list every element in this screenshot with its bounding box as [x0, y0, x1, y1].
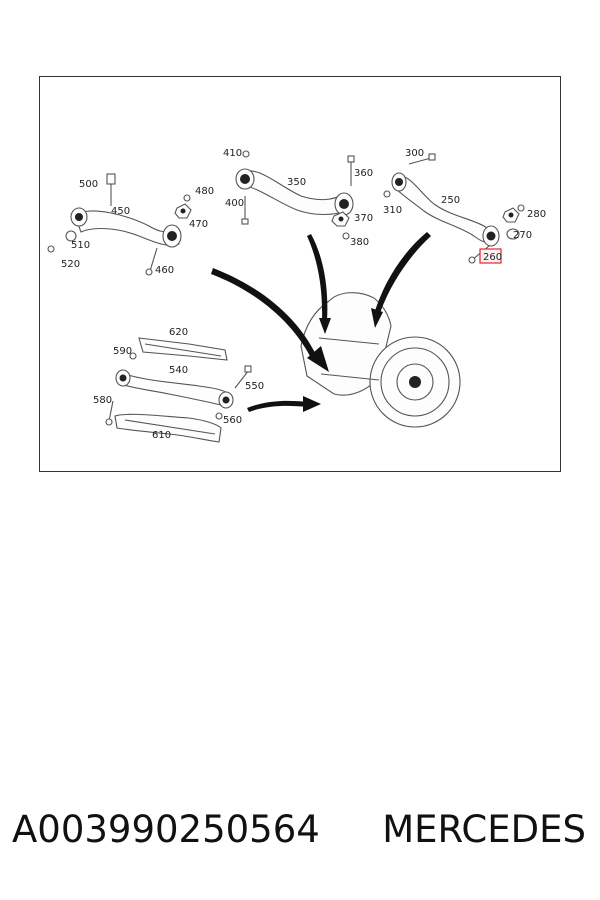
- callout-380: 380: [350, 237, 369, 248]
- callout-510: 510: [71, 240, 90, 251]
- bolt-300: [408, 153, 436, 165]
- callout-620: 620: [169, 327, 188, 338]
- pointer-arrows: [211, 232, 431, 412]
- callout-590: 590: [113, 346, 132, 357]
- nut-480-470: [174, 194, 192, 219]
- callout-500: 500: [79, 179, 98, 190]
- nut-370-380: [331, 211, 350, 240]
- control-arm-350: [235, 168, 354, 216]
- callout-250: 250: [441, 195, 460, 206]
- callout-560: 560: [223, 415, 242, 426]
- bolt-500: [106, 173, 116, 206]
- bolt-360: [347, 155, 355, 186]
- callout-520: 520: [61, 259, 80, 270]
- bolt-550: [234, 365, 252, 389]
- washer-590: [129, 352, 137, 360]
- callout-400: 400: [225, 198, 244, 209]
- callout-580: 580: [93, 395, 112, 406]
- callout-370: 370: [354, 213, 373, 224]
- control-arm-450: [65, 207, 182, 248]
- callout-470: 470: [189, 219, 208, 230]
- callout-310: 310: [383, 205, 402, 216]
- callout-300: 300: [405, 148, 424, 159]
- callout-540: 540: [169, 365, 188, 376]
- callout-260-highlight: [479, 248, 502, 264]
- callout-270: 270: [513, 230, 532, 241]
- nut-520: [47, 245, 55, 253]
- callout-450: 450: [111, 206, 130, 217]
- cover-620: [138, 337, 228, 361]
- callout-460: 460: [155, 265, 174, 276]
- bolt-460: [145, 247, 158, 276]
- callout-550: 550: [245, 381, 264, 392]
- callout-360: 360: [354, 168, 373, 179]
- part-number: A003990250564: [12, 808, 320, 851]
- footer: A003990250564 MERCEDES: [0, 808, 600, 858]
- cover-610: [114, 413, 222, 443]
- callout-480: 480: [195, 186, 214, 197]
- callout-280: 280: [527, 209, 546, 220]
- brand-name: MERCEDES: [382, 808, 586, 851]
- nut-310: [383, 190, 391, 198]
- bolt-580: [105, 400, 114, 426]
- control-arm-250: [391, 172, 500, 247]
- callout-260: 260: [483, 252, 502, 263]
- bolt-400: [241, 196, 249, 225]
- nut-280-270: [502, 204, 525, 240]
- washer-410: [242, 150, 250, 158]
- suspension-exploded-diagram: 500 450 480 470 510 520 460 410 350 360 …: [47, 148, 546, 443]
- callout-350: 350: [287, 177, 306, 188]
- callout-labels: 500 450 480 470 510 520 460 410 350 360 …: [61, 148, 546, 441]
- control-arm-540: [115, 369, 234, 409]
- nut-560: [215, 412, 223, 420]
- callout-410: 410: [223, 148, 242, 159]
- callout-610: 610: [152, 430, 171, 441]
